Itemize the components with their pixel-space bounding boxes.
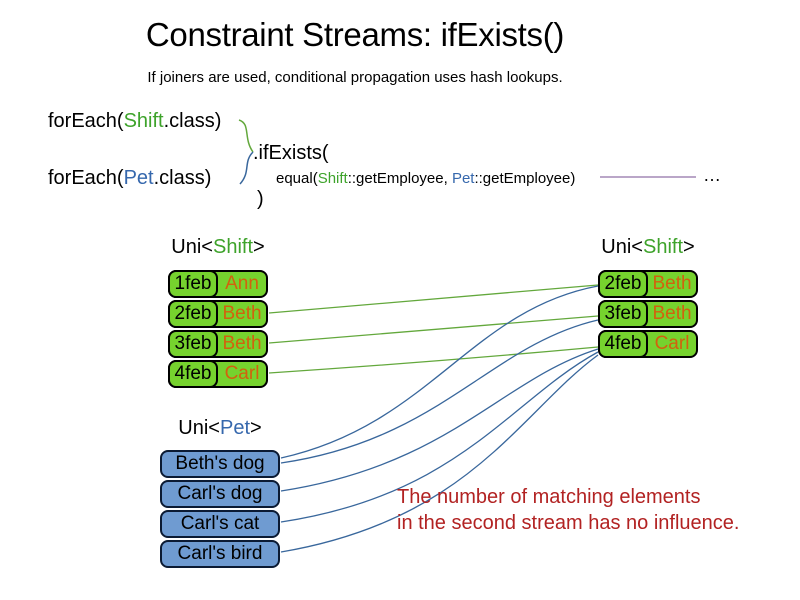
list-item: Beth's dog <box>160 450 280 478</box>
row-date: 4feb <box>168 360 218 388</box>
equal-prefix: equal( <box>276 170 318 187</box>
connector-green-3feb <box>268 315 599 344</box>
pet-label-prefix: Uni< <box>178 417 220 439</box>
equal-suffix: ::getEmployee) <box>474 170 576 187</box>
equal-mid: ::getEmployee, <box>347 170 452 187</box>
row-date: 1feb <box>168 270 218 298</box>
code-ellipsis: … <box>703 165 722 185</box>
code-foreach-pet: forEach(Pet.class) <box>48 167 211 190</box>
brace-bottom-blue <box>239 151 254 185</box>
pet-label-suffix: > <box>250 417 262 439</box>
connector-carls-bird-4feb <box>280 354 599 553</box>
left-label-type: Shift <box>212 236 254 258</box>
brace-top-green <box>238 119 254 153</box>
foreach-pet-suffix: .class) <box>153 167 212 189</box>
code-ifexists: .ifExists( <box>253 142 329 164</box>
row-date: 2feb <box>168 300 218 328</box>
connector-green-2feb <box>268 284 599 314</box>
row-name: Beth <box>652 273 692 294</box>
row-date: 4feb <box>598 330 648 358</box>
annotation-note: The number of matching elements in the s… <box>397 484 739 536</box>
list-item: Carl's dog <box>160 480 280 508</box>
code-close-paren: ) <box>257 188 264 210</box>
table-row: 4feb Carl <box>168 360 268 388</box>
left-label-suffix: > <box>253 236 265 258</box>
list-item: Carl's cat <box>160 510 280 538</box>
right-shift-table-label: Uni<Shift> <box>598 236 698 259</box>
row-name: Beth <box>222 303 262 324</box>
row-name: Ann <box>225 273 259 294</box>
right-label-suffix: > <box>683 236 695 258</box>
equal-shift: Shift <box>317 170 348 187</box>
table-row: 1feb Ann <box>168 270 268 298</box>
connector-beths-dog-3feb <box>280 319 599 464</box>
connector-beths-dog-2feb <box>280 285 599 459</box>
row-name: Carl <box>654 333 690 354</box>
row-date: 3feb <box>598 300 648 328</box>
table-row: 4feb Carl <box>598 330 698 358</box>
right-label-prefix: Uni< <box>601 236 643 258</box>
page-subtitle: If joiners are used, conditional propaga… <box>147 69 563 86</box>
pet-label-type: Pet <box>219 417 251 439</box>
connector-green-4feb <box>268 346 599 374</box>
row-name: Beth <box>652 303 692 324</box>
foreach-shift-suffix: .class) <box>163 110 222 132</box>
annotation-line-2: in the second stream has no influence. <box>397 512 740 534</box>
equal-pet: Pet <box>451 170 475 187</box>
connector-carls-cat-4feb <box>280 351 599 523</box>
right-label-type: Shift <box>642 236 684 258</box>
page-title: Constraint Streams: ifExists() <box>145 16 565 53</box>
row-name: Beth <box>222 333 262 354</box>
foreach-shift-prefix: forEach( <box>48 110 124 132</box>
row-date: 3feb <box>168 330 218 358</box>
code-foreach-shift: forEach(Shift.class) <box>48 110 221 133</box>
connector-carls-dog-4feb <box>280 348 599 492</box>
foreach-pet-class: Pet <box>123 167 154 189</box>
row-name: Carl <box>224 363 260 384</box>
list-item: Carl's bird <box>160 540 280 568</box>
code-equal-joiner: equal(Shift::getEmployee, Pet::getEmploy… <box>276 170 575 187</box>
pet-list-label: Uni<Pet> <box>160 417 280 440</box>
row-date: 2feb <box>598 270 648 298</box>
foreach-shift-class: Shift <box>123 110 164 132</box>
left-label-prefix: Uni< <box>171 236 213 258</box>
foreach-pet-prefix: forEach( <box>48 167 124 189</box>
left-shift-table-label: Uni<Shift> <box>168 236 268 259</box>
annotation-line-1: The number of matching elements <box>397 486 701 508</box>
